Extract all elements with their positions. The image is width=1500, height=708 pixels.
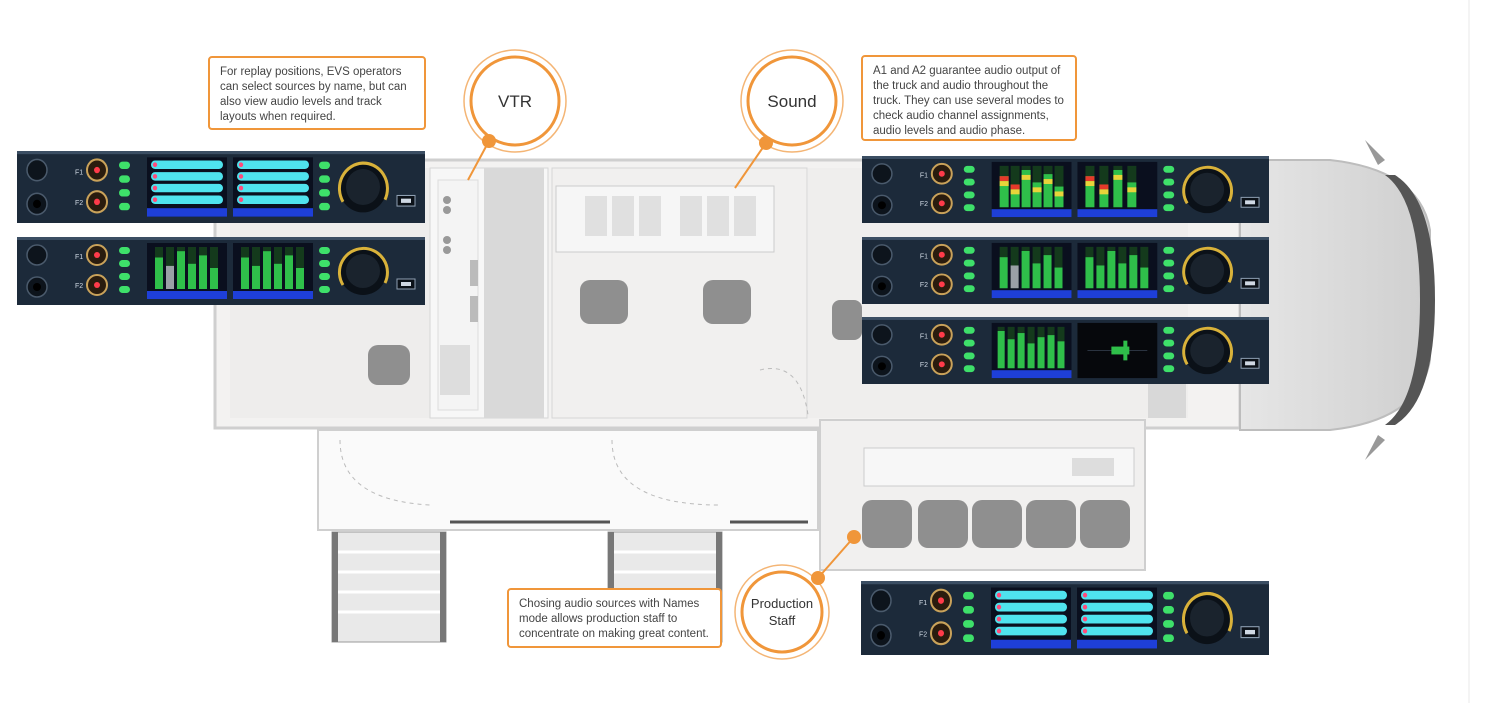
vtr-badge-label: VTR xyxy=(498,92,532,111)
f1-label: F1 xyxy=(920,173,928,180)
f2-label: F2 xyxy=(75,283,83,290)
f1-label: F1 xyxy=(920,254,928,261)
f1-label: F1 xyxy=(920,334,928,341)
vtr-desk xyxy=(437,179,479,411)
sound-desk xyxy=(555,185,775,253)
f1-label: F1 xyxy=(75,254,83,261)
f2-label: F2 xyxy=(920,201,928,208)
production-badge-line2: Staff xyxy=(768,613,796,628)
vtr-callout: For replay positions, EVS operators can … xyxy=(208,56,426,130)
stairs-left xyxy=(331,531,447,643)
sound-callout: A1 and A2 guarantee audio output of the … xyxy=(861,55,1077,141)
f1-label: F1 xyxy=(75,167,83,176)
sound-badge-label: Sound xyxy=(767,92,817,111)
sound-badge: Sound xyxy=(748,80,836,124)
production-badge-line1: Production xyxy=(750,596,814,611)
vtr-callout-text: For replay positions, EVS operators can … xyxy=(220,66,407,123)
vtr-badge: VTR xyxy=(471,80,559,124)
production-desk xyxy=(863,447,1135,487)
production-staff-badge: Production Staff xyxy=(735,590,829,634)
f2-label: F2 xyxy=(920,362,928,369)
production-callout-text: Chosing audio sources with Names mode al… xyxy=(519,598,709,640)
f2-label: F2 xyxy=(919,629,927,638)
truck-cab xyxy=(1239,140,1435,460)
badge-rings xyxy=(463,49,844,660)
production-callout: Chosing audio sources with Names mode al… xyxy=(507,588,722,648)
f2-label: F2 xyxy=(75,198,83,207)
chairs xyxy=(368,280,1130,548)
callout-connectors xyxy=(467,140,855,579)
f1-label: F1 xyxy=(919,598,927,607)
f2-label: F2 xyxy=(920,282,928,289)
sound-callout-text: A1 and A2 guarantee audio output of the … xyxy=(873,65,1064,137)
